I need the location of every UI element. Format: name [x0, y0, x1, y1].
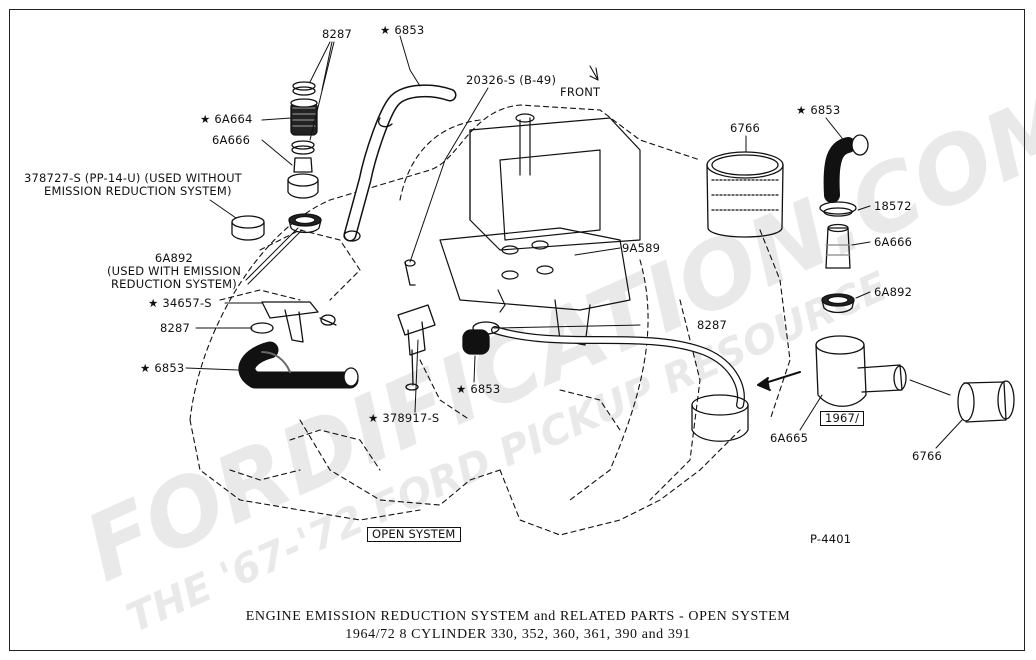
label-6853-mid: ★ 6853: [456, 382, 501, 396]
label-9a589: 9A589: [622, 241, 661, 255]
label-1967-boxed: 1967/: [820, 411, 865, 426]
left-pcv-stack: [231, 81, 322, 241]
label-6a892-left-line2: (USED WITH EMISSION: [106, 264, 242, 278]
label-8287-right: 8287: [697, 318, 728, 332]
label-6a892-right: 6A892: [874, 285, 913, 299]
hose-6853-left: [238, 341, 359, 389]
label-6a664: ★ 6A664: [200, 112, 253, 126]
crossover-hose: [491, 326, 749, 442]
hose-6853-top: [343, 84, 457, 242]
hose-6853-mid: [462, 289, 506, 355]
label-8287-left: 8287: [160, 321, 191, 335]
label-20326-s: 20326-S (B-49): [466, 73, 557, 87]
label-6766-top: 6766: [730, 121, 761, 135]
label-6853-left: ★ 6853: [140, 361, 185, 375]
engine-block-outline: [189, 104, 791, 536]
label-6853-right: ★ 6853: [796, 103, 841, 117]
label-front: FRONT: [560, 85, 601, 99]
leader-lines: [185, 35, 963, 449]
label-378727-s-line1: 378727-S (PP-14-U) (USED WITHOUT: [24, 171, 242, 185]
label-378727-s-line2: EMISSION REDUCTION SYSTEM): [44, 184, 232, 198]
label-18572: 18572: [874, 199, 912, 213]
label-8287-top: 8287: [322, 27, 353, 41]
label-6a666-left: 6A666: [212, 133, 251, 147]
breather-filter-6766-top: [706, 151, 784, 238]
caption-line-2: 1964/72 8 CYLINDER 330, 352, 360, 361, 3…: [345, 627, 691, 642]
label-6766-right: 6766: [912, 449, 943, 463]
clip-and-bracket: [250, 301, 337, 343]
label-open-system-boxed: OPEN SYSTEM: [367, 527, 461, 542]
label-6a665: 6A665: [770, 431, 809, 445]
label-6a892-left-line1: 6A892: [154, 251, 194, 265]
label-34657-s: ★ 34657-S: [148, 296, 212, 310]
caption-line-1: ENGINE EMISSION REDUCTION SYSTEM and REL…: [245, 609, 791, 624]
label-6a666-right: 6A666: [874, 235, 913, 249]
label-6a892-left-line3: REDUCTION SYSTEM): [110, 277, 237, 291]
label-378917-s: ★ 378917-S: [368, 411, 440, 425]
label-6853-top: ★ 6853: [380, 23, 425, 37]
right-breather-stack: [757, 134, 1015, 423]
label-figure-number: P-4401: [810, 532, 852, 546]
intake-manifold: [439, 65, 641, 346]
diagram-frame: [9, 9, 1025, 651]
